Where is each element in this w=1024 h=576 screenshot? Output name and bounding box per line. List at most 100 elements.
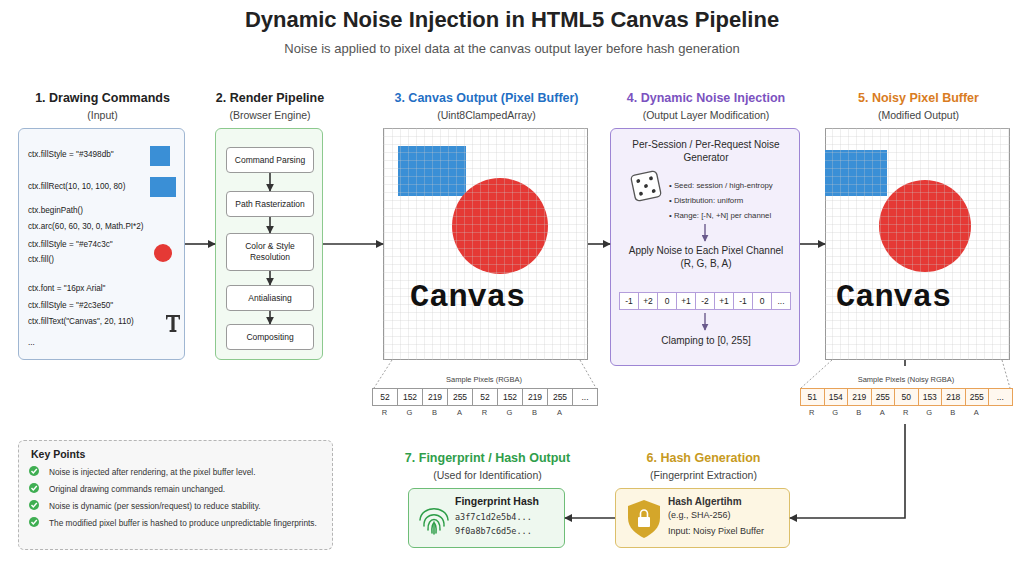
box-text: (Used for Identification) xyxy=(379,469,596,482)
pixel-value: 51 xyxy=(800,388,825,406)
table-caption: Sample Pixels (RGBA) xyxy=(409,375,559,385)
step-label: Path Rasterization xyxy=(233,199,306,210)
box-text: Fingerprint Hash xyxy=(455,495,563,508)
table-backdrop xyxy=(795,366,1015,424)
box-text: ... xyxy=(28,338,168,348)
flow-arrow xyxy=(185,243,215,245)
leader-line xyxy=(801,360,832,388)
pixel-grid-image xyxy=(383,128,588,360)
pixel-value: ... xyxy=(988,388,1013,406)
pixel-value: 219 xyxy=(847,388,872,406)
page-title: Dynamic Noise Injection in HTML5 Canvas … xyxy=(0,7,1024,33)
box-heading: 4. Dynamic Noise Injection xyxy=(591,91,821,106)
noise-value: 0 xyxy=(657,292,677,310)
pixel-value: 50 xyxy=(894,388,919,406)
noise-value: +1 xyxy=(676,292,696,310)
channel-letter: B xyxy=(847,408,871,418)
channel-letter: G xyxy=(397,408,422,418)
process-box: Path Rasterization xyxy=(226,191,314,217)
box-text: • Range: [-N, +N] per channel xyxy=(669,211,809,220)
pixel-value: 255 xyxy=(547,388,573,406)
channel-letter: A xyxy=(871,408,895,418)
channel-letter: A xyxy=(547,408,572,418)
channel-letter: A xyxy=(447,408,472,418)
channel-letter: G xyxy=(918,408,942,418)
channel-letter: B xyxy=(941,408,965,418)
flow-arrow xyxy=(588,243,610,245)
box-text: • Distribution: uniform xyxy=(669,196,809,205)
channel-letter: A xyxy=(965,408,989,418)
pipeline-panel: 2. Render Pipeline(Browser Engine)Comman… xyxy=(215,128,323,360)
step-label: Antialiasing xyxy=(246,293,293,304)
box-text: (e.g., SHA-256) xyxy=(668,510,788,521)
box-text: ctx.fill() xyxy=(28,255,168,265)
noise-value: -1 xyxy=(733,292,753,310)
step-label: Color & Style Resolution xyxy=(227,241,313,262)
process-box: Color & Style Resolution xyxy=(226,233,314,271)
box-text: (Browser Engine) xyxy=(176,109,364,122)
box-heading: Key Points xyxy=(31,448,231,461)
pixel-value: 152 xyxy=(397,388,423,406)
box-text: Clamping to [0, 255] xyxy=(626,335,786,348)
box-text: (Uint8ClampedArray) xyxy=(364,109,609,122)
pixel-value: 52 xyxy=(372,388,398,406)
noise-value: +1 xyxy=(714,292,734,310)
box-heading: 7. Fingerprint / Hash Output xyxy=(379,451,596,466)
pixel-value: 52 xyxy=(472,388,498,406)
channel-letter: R xyxy=(894,408,918,418)
table-backdrop xyxy=(795,366,1015,424)
noise-value: 0 xyxy=(752,292,772,310)
hash-box: 6. Hash Generation(Fingerprint Extractio… xyxy=(615,488,790,548)
box-text: (Output Layer Modification) xyxy=(591,109,821,122)
box-text: (Modified Output) xyxy=(806,109,1024,122)
box-text: Canvas xyxy=(836,282,996,314)
pixel-value: 219 xyxy=(422,388,448,406)
box-text: ctx.font = "16px Arial" xyxy=(28,284,168,294)
box-text: Canvas xyxy=(410,282,570,314)
flow-arrow xyxy=(800,243,825,245)
box-heading: 2. Render Pipeline xyxy=(176,91,364,106)
box-text: Input: Noisy Pixel Buffer xyxy=(668,526,788,537)
box-text: ctx.beginPath() xyxy=(28,206,168,216)
pixel-value: 255 xyxy=(965,388,990,406)
pixel-value: ... xyxy=(572,388,598,406)
box-text: The modified pixel buffer is hashed to p… xyxy=(49,517,327,530)
table-caption: Sample Pixels (Noisy RGBA) xyxy=(831,375,981,385)
leader-line xyxy=(374,360,392,388)
box-text: Noise is injected after rendering, at th… xyxy=(49,466,327,479)
pixel-buffer: 3. Canvas Output (Pixel Buffer)(Uint8Cla… xyxy=(383,128,588,360)
channel-letter: R xyxy=(472,408,497,418)
box-text: a3f7c1d2e5b4... 9f0a8b7c6d5e... xyxy=(455,510,555,538)
pixel-value: 152 xyxy=(497,388,523,406)
pixel-value: 153 xyxy=(918,388,943,406)
channel-letter: R xyxy=(800,408,824,418)
pixel-value: 255 xyxy=(871,388,896,406)
box-text: Apply Noise to Each Pixel Channel (R, G,… xyxy=(626,245,786,270)
box-text: ctx.arc(60, 60, 30, 0, Math.PI*2) xyxy=(28,222,178,232)
leader-line xyxy=(580,360,596,388)
flow-arrow xyxy=(323,243,383,245)
box-text: ctx.fillText("Canvas", 20, 110) xyxy=(28,317,178,327)
input-panel: 1. Drawing Commands(Input)ctx.fillStyle … xyxy=(18,128,185,360)
pixel-grid-image xyxy=(383,128,588,360)
pixel-value: 154 xyxy=(824,388,849,406)
noisy-pixel-buffer: 5. Noisy Pixel Buffer(Modified Output)Ca… xyxy=(825,128,1010,360)
box-text: • Seed: session / high-entropy xyxy=(669,181,809,190)
page-subtitle: Noise is applied to pixel data at the ca… xyxy=(0,41,1024,57)
box-text: Original drawing commands remain unchang… xyxy=(49,483,327,496)
channel-letter: B xyxy=(522,408,547,418)
box-text: ctx.fillRect(10, 10, 100, 80) xyxy=(28,182,168,192)
box-text: ctx.fillStyle = "#3498db" xyxy=(28,150,168,160)
process-box: Antialiasing xyxy=(226,285,314,311)
noise-value: -2 xyxy=(695,292,715,310)
noise-value: ... xyxy=(771,292,791,310)
box-text: Noise is dynamic (per session/request) t… xyxy=(49,500,327,513)
pixel-value: 218 xyxy=(941,388,966,406)
process-box: Command Parsing xyxy=(226,147,314,173)
box-text: (Fingerprint Extraction) xyxy=(596,469,811,482)
noise-value: +2 xyxy=(638,292,658,310)
box-text: Hash Algertihm xyxy=(668,496,788,508)
noise-panel: 4. Dynamic Noise Injection(Output Layer … xyxy=(610,128,800,366)
fingerprint-box: 7. Fingerprint / Hash Output(Used for Id… xyxy=(408,488,565,548)
